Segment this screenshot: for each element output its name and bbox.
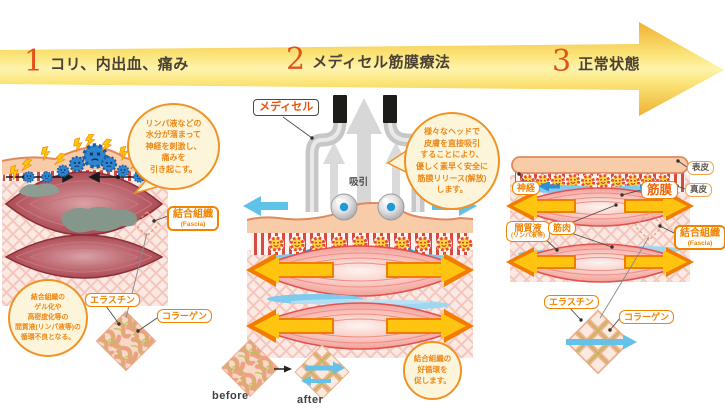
stage-1: 1 コリ、内出血、痛み (24, 47, 189, 77)
collagen-label-right: コラーゲン (619, 310, 675, 325)
middle-panel-illustration (221, 95, 477, 400)
stage-1-number: 1 (24, 44, 44, 79)
left-panel-illustration (1, 133, 168, 372)
therapy-description-bubble: 様々なヘッドで皮膚を直接吸引 することにより、優しく素早く安全に 筋膜リリース(… (404, 112, 500, 210)
middle-skin-band (247, 203, 473, 233)
connective-tissue-label-right: 結合組織 (Fascia) (674, 225, 725, 250)
anatomy-illustration (1, 95, 694, 400)
release-arrows-2-right (506, 247, 694, 277)
process-arrow-banner (0, 22, 724, 116)
stage-1-label: コリ、内出血、痛み (50, 56, 189, 73)
dermis-label: 真皮 (685, 183, 713, 197)
glide-arrow-left (243, 196, 288, 216)
elastin-label-right: エラスチン (544, 295, 599, 310)
stagnant-fluid-blob-1 (19, 183, 60, 197)
after-tissue-swatch (294, 344, 350, 400)
before-tissue-swatch (221, 339, 279, 397)
stage-2: 2 メディセル筋膜療法 (286, 45, 451, 75)
muscle-label: 筋肉 (548, 221, 577, 236)
right-skin-band (511, 156, 689, 174)
stage-3-label: 正常状態 (578, 56, 641, 73)
unhealthy-muscle-2 (4, 234, 164, 279)
after-flow-arrow-2 (301, 376, 331, 386)
flow-arrow-right-swatch (566, 334, 637, 350)
yellow-arrow-shape (0, 22, 724, 116)
stage-2-label: メディセル筋膜療法 (312, 54, 451, 71)
nerve-label: 神経 (512, 181, 541, 196)
release-arrows-1-right (506, 191, 694, 221)
before-label: before (212, 390, 249, 402)
roller-balls (330, 193, 405, 221)
device-handle-left (333, 95, 347, 123)
release-arrows-1-middle (246, 253, 474, 287)
tangled-tissue-swatch-left (95, 310, 157, 372)
medicel-device-label: メディセル (253, 99, 320, 116)
pain-cause-bubble: リンパ液などの水分が溜まって 神経を刺激し、痛みを 引き起こす。 (127, 103, 220, 190)
suction-label: 吸引 (349, 177, 369, 188)
device-handle-right (383, 95, 397, 123)
stage-3: 3 正常状態 (552, 47, 640, 77)
fascia-label-left: 結合組織 (Fascia) (167, 206, 219, 231)
stagnant-fluid-blob-2 (61, 206, 138, 233)
after-flow-arrow-1 (305, 361, 345, 375)
interstitial-fluid-label: 間質液 (リンパ液等) (506, 221, 550, 243)
healthy-muscle-2-middle (250, 302, 470, 350)
release-arrows-2-middle (246, 309, 474, 343)
elastin-label-left: エラスチン (85, 293, 140, 308)
poor-circulation-bubble: 結合組織のゲル化や 高密度化等の間質液(リンパ液等)の 循環不良となる。 (8, 279, 88, 357)
stage-2-number: 2 (286, 42, 306, 77)
transition-arrow-icon (274, 365, 292, 373)
fascia-membrane-label: 筋膜 (641, 181, 679, 200)
epidermis-label: 表皮 (687, 161, 715, 175)
good-circulation-bubble: 結合組織の好循環を 促します。 (403, 341, 462, 400)
after-label: after (297, 394, 324, 406)
stage-3-number: 3 (552, 44, 572, 79)
collagen-label-left: コラーゲン (157, 309, 213, 324)
fascia-sample-marker-left (134, 211, 160, 237)
